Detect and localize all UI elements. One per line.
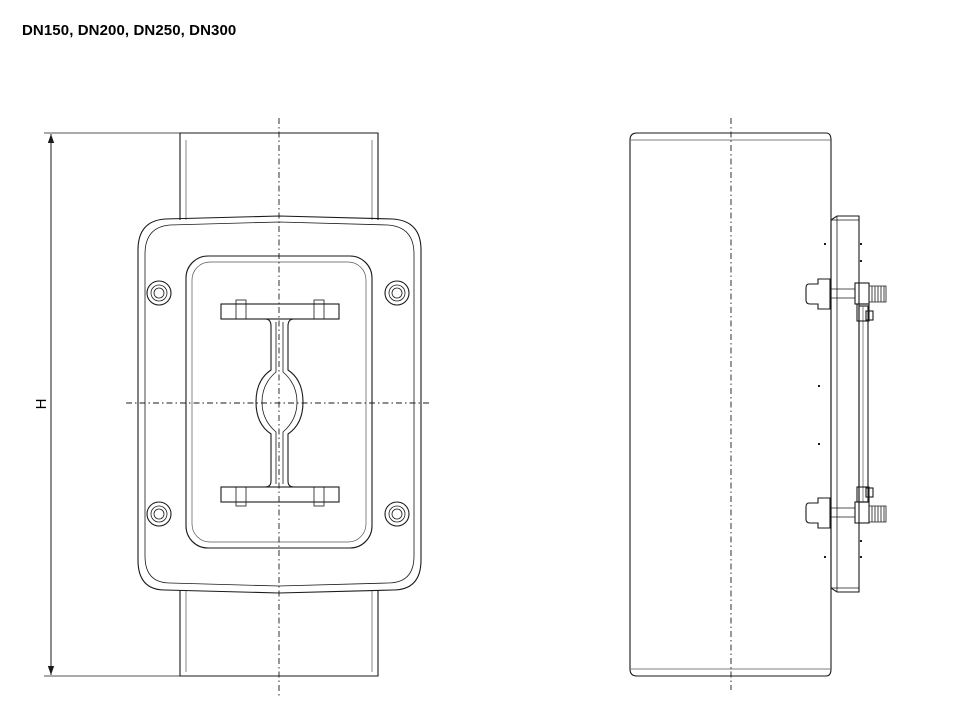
side-view xyxy=(629,118,887,690)
nut-top-left xyxy=(146,280,172,306)
dimension-h xyxy=(44,132,180,677)
front-clamp-top xyxy=(220,299,340,320)
dimension-h-label: H xyxy=(33,399,50,410)
front-pipe-top-inner xyxy=(185,140,373,220)
front-sensor-body-inner xyxy=(261,322,298,484)
side-flange xyxy=(830,215,860,593)
drawing-title: DN150, DN200, DN250, DN300 xyxy=(22,22,237,39)
front-frame-outer xyxy=(137,215,422,594)
front-view xyxy=(126,118,430,698)
front-pipe-bottom-inner xyxy=(185,590,373,672)
front-clamp-bottom xyxy=(220,486,340,507)
side-bolt-bottom xyxy=(805,486,887,529)
front-sensor-body xyxy=(255,318,304,488)
side-marks xyxy=(818,243,862,558)
side-cover-plate xyxy=(858,305,869,503)
side-bolt-top xyxy=(805,278,887,322)
nut-bottom-right xyxy=(384,501,410,527)
side-pipe-body xyxy=(629,132,832,677)
nut-top-right xyxy=(384,280,410,306)
front-frame-inner-edge xyxy=(144,221,415,587)
nut-bottom-left xyxy=(146,501,172,527)
